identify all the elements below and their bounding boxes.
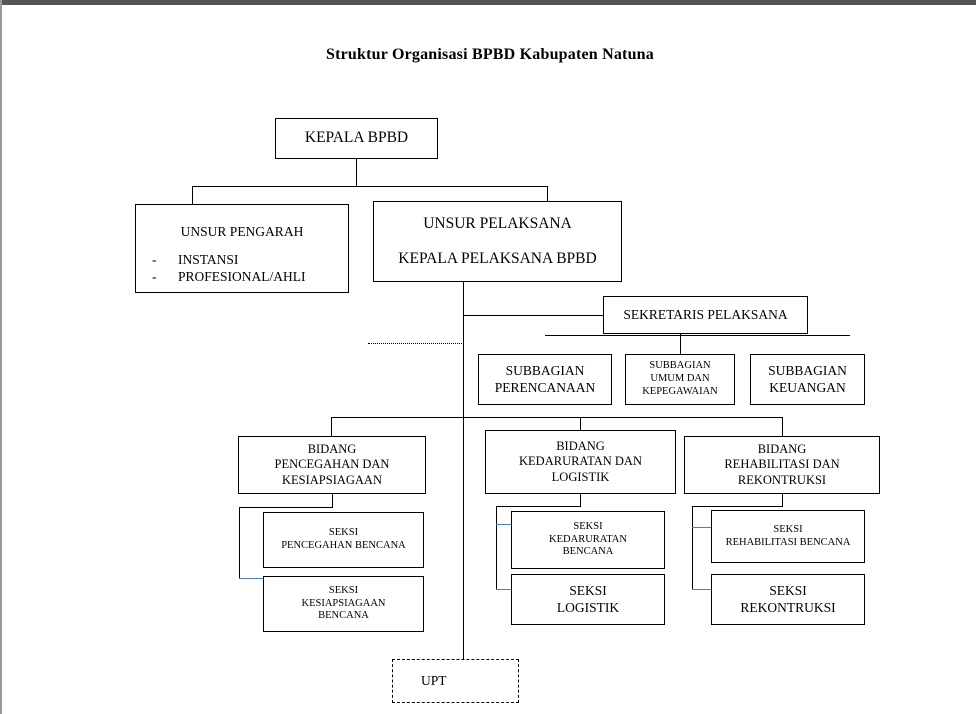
node-seksi-kedaruratan-line2: KEDARURATAN (549, 533, 627, 545)
edge-to-bidang-kedaruratan (580, 417, 581, 436)
edge-bidang1-to-seksi2 (239, 578, 265, 579)
edge-to-bidang-rehabilitasi (782, 417, 783, 436)
list-item: - PROFESIONAL/AHLI (152, 269, 348, 285)
node-seksi-logistik-line2: LOGISTIK (556, 599, 620, 615)
node-subbagian-umum-line3: KEPEGAWAIAN (642, 385, 718, 397)
edge-bidang1-down (332, 494, 333, 508)
edge-to-unsur-pengarah (192, 186, 193, 204)
node-subbagian-umum-kepegawaian[interactable]: SUBBAGIAN UMUM DAN KEPEGAWAIAN (625, 354, 735, 405)
node-bidang-rehabilitasi-line1: BIDANG (757, 442, 807, 457)
node-unsur-pelaksana-label: UNSUR PELAKSANA (423, 214, 572, 232)
node-seksi-kesiapsiagaan-line2: KESIAPSIAGAAN (301, 597, 386, 609)
node-upt[interactable]: UPT (392, 659, 519, 703)
node-seksi-kedaruratan-line3: BENCANA (562, 546, 614, 558)
node-seksi-kedaruratan-line1: SEKSI (573, 520, 603, 532)
edge-sekretaris-down (680, 334, 681, 354)
edge-bidang2-riser (496, 506, 497, 590)
node-seksi-pencegahan-line1: SEKSI (328, 527, 359, 539)
bullet-dash-icon: - (152, 268, 157, 284)
edge-bidang1-elbow (239, 507, 333, 508)
node-bidang-kedaruratan-line3: LOGISTIK (551, 469, 610, 484)
edge-bidang3-to-seksi1 (692, 527, 712, 528)
edge-dotted-coordination (368, 343, 464, 344)
node-seksi-kesiapsiagaan-line3: BENCANA (318, 610, 369, 622)
node-subbagian-keuangan-line1: SUBBAGIAN (768, 363, 847, 379)
node-seksi-pencegahan-bencana[interactable]: SEKSI PENCEGAHAN BENCANA (263, 512, 424, 568)
node-seksi-rekontruksi-line2: REKONTRUKSI (740, 599, 836, 615)
node-seksi-rekontruksi[interactable]: SEKSI REKONTRUKSI (711, 574, 865, 625)
node-bidang-pencegahan-kesiapsiagaan[interactable]: BIDANG PENCEGAHAN DAN KESIAPSIAGAAN (238, 436, 426, 494)
window-top-bar (2, 0, 976, 5)
node-subbagian-perencanaan[interactable]: SUBBAGIAN PERENCANAAN (478, 354, 612, 405)
node-bidang-kedaruratan-line2: KEDARURATAN DAN (519, 454, 642, 469)
node-seksi-logistik-line1: SEKSI (569, 583, 607, 599)
node-sekretaris-pelaksana[interactable]: SEKRETARIS PELAKSANA (603, 296, 808, 334)
node-seksi-logistik[interactable]: SEKSI LOGISTIK (511, 574, 665, 625)
node-seksi-rehabilitasi-line1: SEKSI (773, 523, 803, 535)
node-seksi-pencegahan-line2: PENCEGAHAN BENCANA (281, 540, 406, 551)
node-seksi-rekontruksi-line1: SEKSI (769, 583, 807, 599)
node-kepala-pelaksana-label: KEPALA PELAKSANA BPBD (398, 249, 597, 267)
edge-bidang3-to-seksi2 (692, 589, 712, 590)
edge-bidang3-down (782, 494, 783, 507)
node-unsur-pelaksana[interactable]: UNSUR PELAKSANA KEPALA PELAKSANA BPBD (373, 201, 622, 282)
edge-to-bidang-pencegahan (331, 417, 332, 436)
node-unsur-pengarah-label: UNSUR PENGARAH (180, 223, 304, 239)
bullet-dash-icon: - (152, 252, 157, 268)
edge-spine-to-sekretaris (463, 315, 604, 316)
node-bidang-pencegahan-line3: KESIAPSIAGAAN (281, 472, 382, 487)
node-seksi-kedaruratan-bencana[interactable]: SEKSI KEDARURATAN BENCANA (511, 511, 665, 569)
edge-bidang2-to-seksi2 (496, 589, 512, 590)
node-bidang-pencegahan-line1: BIDANG (307, 442, 357, 457)
node-subbagian-umum-line2: UMUM DAN (650, 373, 710, 385)
node-subbagian-perencanaan-line1: SUBBAGIAN (505, 363, 585, 379)
node-unsur-pengarah[interactable]: UNSUR PENGARAH - INSTANSI - PROFESIONAL/… (135, 204, 349, 293)
node-subbagian-perencanaan-line2: PERENCANAAN (494, 379, 596, 395)
edge-bidang1-riser (239, 507, 240, 579)
unsur-pengarah-item-list: - INSTANSI - PROFESIONAL/AHLI (136, 252, 348, 285)
edge-bidang3-elbow (692, 506, 783, 507)
node-bidang-rehabilitasi-line3: REKONTRUKSI (737, 472, 827, 487)
node-upt-label: UPT (421, 672, 447, 688)
edge-bidang3-riser (692, 506, 693, 590)
edge-bidang2-to-seksi1 (496, 524, 512, 525)
node-subbagian-keuangan-line2: KEUANGAN (769, 379, 846, 395)
node-seksi-kesiapsiagaan-bencana[interactable]: SEKSI KESIAPSIAGAAN BENCANA (263, 576, 424, 632)
page-title: Struktur Organisasi BPBD Kabupaten Natun… (326, 46, 654, 63)
node-kepala-bpbd[interactable]: KEPALA BPBD (275, 118, 438, 159)
node-sekretaris-pelaksana-label: SEKRETARIS PELAKSANA (623, 306, 788, 322)
list-item-label: PROFESIONAL/AHLI (178, 268, 306, 284)
node-bidang-kedaruratan-line1: BIDANG (556, 439, 605, 454)
edge-bidang-bar (331, 417, 782, 418)
node-subbagian-keuangan[interactable]: SUBBAGIAN KEUANGAN (750, 354, 865, 405)
edge-kepala-down (356, 159, 357, 186)
edge-subbagian-bar (545, 335, 850, 336)
node-bidang-rehabilitasi-rekontruksi[interactable]: BIDANG REHABILITASI DAN REKONTRUKSI (684, 436, 880, 494)
node-bidang-kedaruratan-logistik[interactable]: BIDANG KEDARURATAN DAN LOGISTIK (485, 430, 676, 494)
list-item: - INSTANSI (152, 252, 348, 268)
list-item-label: INSTANSI (178, 252, 239, 268)
node-bidang-pencegahan-line2: PENCEGAHAN DAN (274, 457, 390, 472)
edge-main-spine (463, 282, 464, 660)
edge-bidang2-elbow (496, 506, 581, 507)
node-seksi-kesiapsiagaan-line1: SEKSI (328, 584, 359, 596)
node-seksi-rehabilitasi-line2: REHABILITASI BENCANA (725, 536, 851, 548)
node-kepala-bpbd-label: KEPALA BPBD (304, 129, 409, 147)
node-subbagian-umum-line1: SUBBAGIAN (649, 360, 711, 372)
node-seksi-rehabilitasi-bencana[interactable]: SEKSI REHABILITASI BENCANA (711, 510, 865, 563)
edge-bidang2-down (580, 494, 581, 507)
edge-to-unsur-pelaksana (547, 186, 548, 201)
node-bidang-rehabilitasi-line2: REHABILITASI DAN (724, 457, 840, 472)
edge-kepala-split-bar (192, 186, 547, 187)
